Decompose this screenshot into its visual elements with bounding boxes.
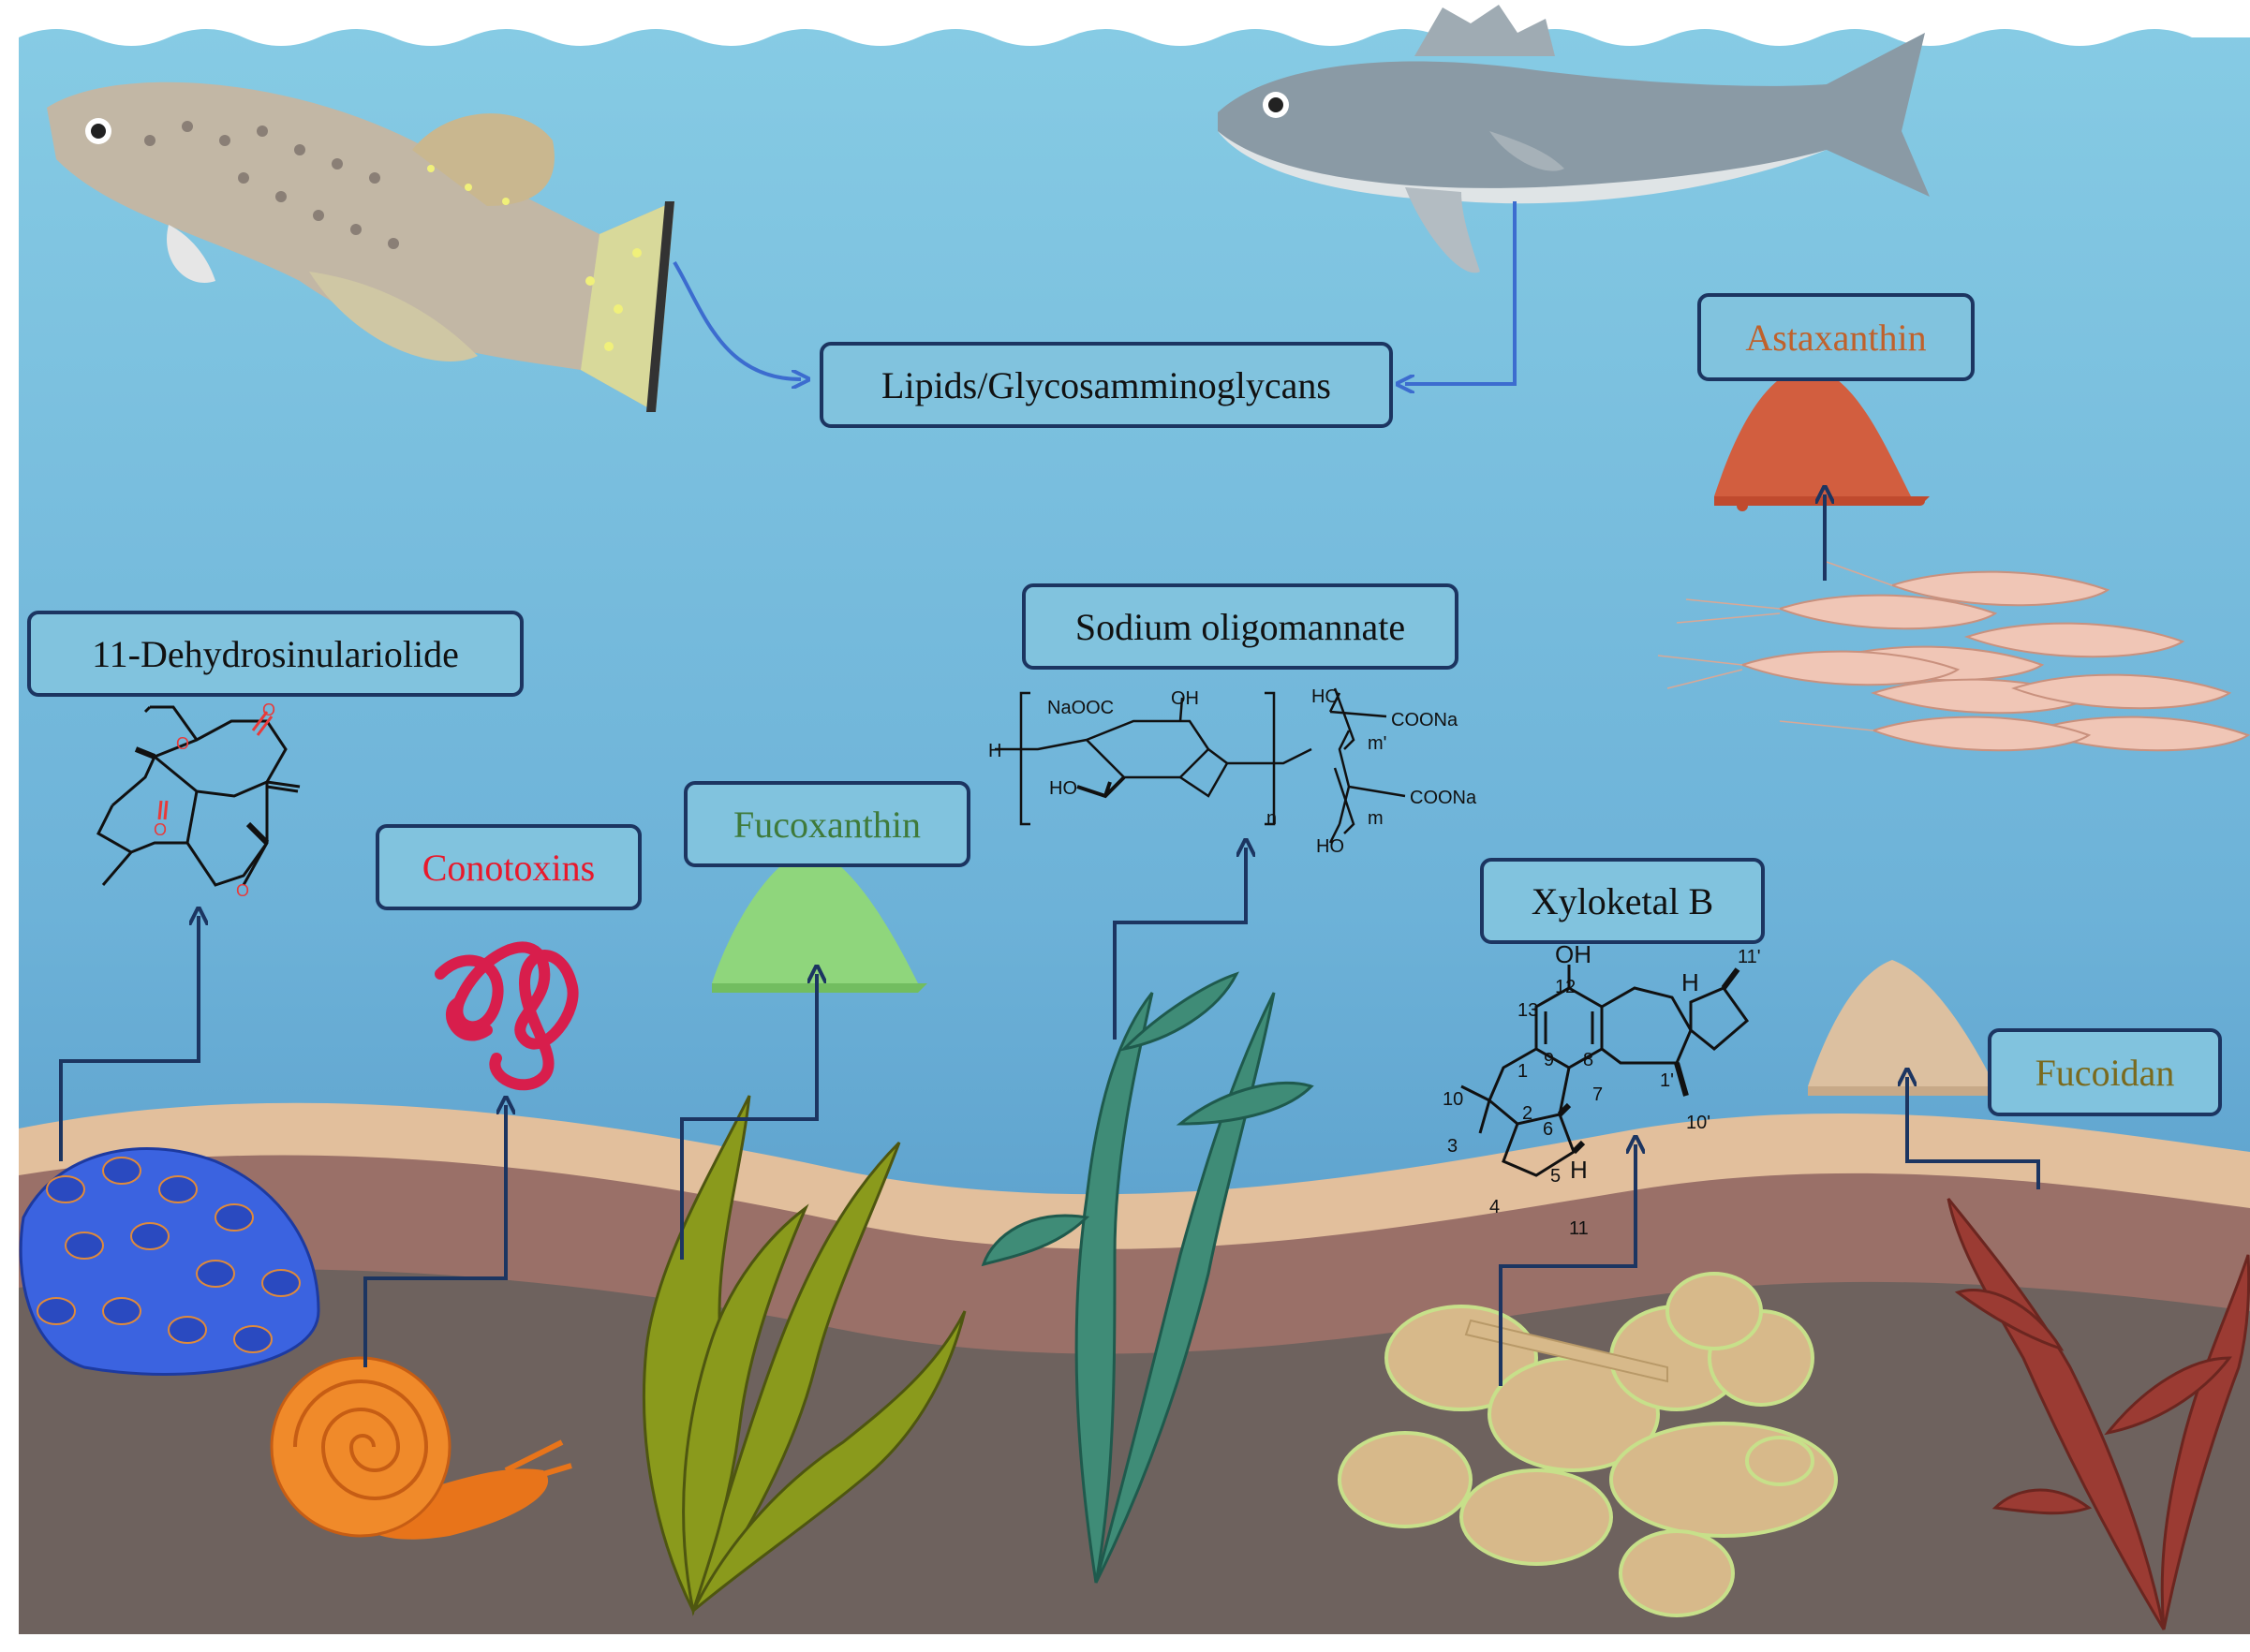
green-seaweed-icon bbox=[981, 971, 1314, 1584]
label-conotoxins: Conotoxins bbox=[376, 824, 642, 910]
oligomannate-structure bbox=[995, 687, 1406, 844]
label-astaxanthin: Astaxanthin bbox=[1697, 293, 1975, 381]
atom-ho2: HO bbox=[1316, 836, 1344, 857]
atom-mprime: m' bbox=[1368, 733, 1386, 754]
atom-11: 11 bbox=[1569, 1218, 1589, 1239]
atom-oh-top: OH bbox=[1171, 688, 1199, 709]
blue-sponge-icon bbox=[19, 1147, 320, 1376]
atom-2: 2 bbox=[1522, 1103, 1532, 1124]
astaxanthin-powder-icon bbox=[1714, 365, 1930, 511]
label-fucoidan: Fucoidan bbox=[1988, 1028, 2222, 1116]
atom-8: 8 bbox=[1583, 1050, 1593, 1070]
arrow-killifish-to-lipids bbox=[673, 260, 801, 379]
arrow-sponge-to-dehydrosinulariolide bbox=[59, 916, 199, 1161]
oligomannate-atoms: H NaOOC OH HO n HO m' COONa m COONa HO bbox=[988, 686, 1477, 857]
label-sodium-oligomannate: Sodium oligomannate bbox=[1022, 583, 1458, 670]
atom-m: m bbox=[1368, 808, 1384, 829]
fucoxanthin-powder-icon bbox=[712, 848, 927, 993]
atom-5: 5 bbox=[1550, 1166, 1561, 1187]
atom-10: 10 bbox=[1443, 1089, 1463, 1110]
atom-ho1: HO bbox=[1311, 686, 1340, 707]
arrow-seaweed-to-oligomannate bbox=[1113, 848, 1246, 1040]
flow-arrows bbox=[59, 201, 2040, 1386]
atom-10p: 10' bbox=[1686, 1113, 1710, 1133]
atom-o1: O bbox=[176, 734, 189, 753]
atom-6: 6 bbox=[1543, 1119, 1553, 1140]
arrow-kelp-to-fucoxanthin bbox=[680, 974, 817, 1260]
label-xyloketal-b: Xyloketal B bbox=[1480, 858, 1765, 944]
arrow-seabass-to-lipids bbox=[1405, 201, 1517, 384]
atom-n: n bbox=[1266, 808, 1277, 829]
conotoxin-peptide-icon bbox=[435, 941, 579, 1091]
brown-kelp-icon bbox=[642, 1095, 967, 1616]
atom-13: 13 bbox=[1517, 1000, 1538, 1021]
atom-9: 9 bbox=[1544, 1050, 1554, 1070]
atom-h: H bbox=[988, 741, 1001, 761]
arrow-fungus-to-xyloketal bbox=[1499, 1144, 1636, 1386]
atom-oh: OH bbox=[1555, 940, 1591, 968]
krill-icon bbox=[1739, 570, 2250, 752]
label-lipids: Lipids/Glycosamminoglycans bbox=[820, 342, 1393, 428]
sea-bass-icon bbox=[1218, 5, 1930, 273]
krill-antennae bbox=[1657, 561, 1893, 731]
atom-o2: O bbox=[262, 701, 275, 719]
atom-12: 12 bbox=[1555, 977, 1576, 997]
arrow-redseaweed-to-fucoidan bbox=[1907, 1077, 2040, 1189]
xyloketal-atoms: OH H H 12 13 9 8 1 10 2 3 6 7 5 4 11 1' … bbox=[1443, 940, 1761, 1239]
cone-snail-icon bbox=[270, 1356, 572, 1540]
atom-1: 1 bbox=[1517, 1061, 1528, 1082]
atom-naooc: NaOOC bbox=[1047, 698, 1114, 718]
atom-4: 4 bbox=[1489, 1197, 1500, 1217]
atom-o3: O bbox=[154, 820, 167, 839]
atom-o4: O bbox=[236, 881, 249, 900]
xyloketal-structure bbox=[1460, 965, 1750, 1177]
label-fucoxanthin: Fucoxanthin bbox=[684, 781, 970, 867]
atom-ho-left: HO bbox=[1049, 778, 1077, 799]
fungus-stalk bbox=[1464, 1319, 1668, 1383]
atom-coona2: COONa bbox=[1410, 788, 1477, 808]
atom-coona1: COONa bbox=[1391, 710, 1458, 730]
atom-3: 3 bbox=[1447, 1136, 1458, 1157]
dehydrosinulariolide-structure bbox=[96, 705, 301, 887]
red-seaweed-icon bbox=[1947, 1198, 2250, 1630]
arrow-snail-to-conotoxins bbox=[363, 1105, 506, 1367]
atom-11p: 11' bbox=[1738, 947, 1761, 967]
sponge-pores bbox=[37, 1157, 301, 1353]
label-dehydrosinulariolide: 11-Dehydrosinulariolide bbox=[27, 611, 524, 697]
atom-h2: H bbox=[1570, 1156, 1588, 1184]
dehydrosinulariolide-atoms: O O O O bbox=[154, 701, 275, 900]
killifish-icon bbox=[47, 81, 674, 412]
atom-1p: 1' bbox=[1660, 1070, 1674, 1091]
atom-h1: H bbox=[1681, 968, 1699, 996]
atom-7: 7 bbox=[1592, 1084, 1603, 1105]
